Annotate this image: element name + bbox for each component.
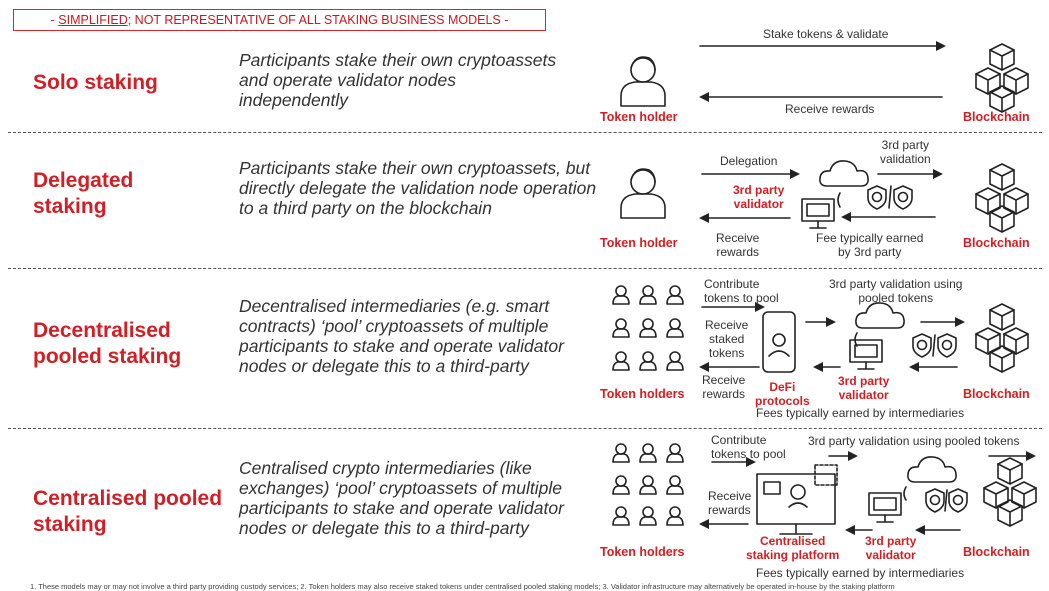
row-desc-decentralised: Decentralised intermediaries (e.g. smart…: [239, 296, 564, 376]
blockchain-label: Blockchain: [963, 545, 1030, 559]
person-icon: [620, 168, 666, 219]
receive-rewards-label: Receive rewards: [785, 102, 875, 116]
blockchain-cubes-icon: [976, 44, 1028, 112]
cloud-icon: [855, 302, 905, 329]
row-divider: [8, 268, 1042, 269]
shield-icon: [937, 333, 957, 358]
blockchain-cubes-icon: [984, 458, 1036, 526]
footnote: 1. These models may or may not involve a…: [30, 582, 895, 591]
blockchain-label: Blockchain: [963, 110, 1030, 124]
shield-icon: [912, 333, 932, 358]
row-title-decentralised: Decentralised pooled staking: [33, 319, 182, 368]
shield-icon: [867, 185, 887, 210]
phone-icon: [762, 311, 796, 373]
cloud-icon: [819, 160, 869, 187]
cloud-icon: [907, 456, 957, 483]
shield-icon: [925, 488, 945, 513]
disclaimer-banner: - SIMPLIFIED; NOT REPRESENTATIVE OF ALL …: [13, 9, 546, 31]
token-holders-label: Token holders: [600, 545, 685, 559]
third-party-validation-label: 3rd party validation using pooled tokens: [808, 434, 1020, 448]
computer-icon: [801, 198, 835, 229]
people-group-icon: [612, 285, 684, 371]
blockchain-cubes-icon: [976, 164, 1028, 232]
token-holders-label: Token holders: [600, 387, 685, 401]
blockchain-label: Blockchain: [963, 387, 1030, 401]
computer-icon: [868, 492, 902, 523]
shield-icon: [948, 488, 968, 513]
shield-icon: [893, 185, 913, 210]
people-group-icon: [612, 443, 684, 526]
row-desc-delegated: Participants stake their own cryptoasset…: [239, 158, 597, 218]
row-title-solo: Solo staking: [33, 71, 158, 94]
delegation-label: Delegation: [720, 154, 778, 168]
fees-label: Fees typically earned by intermediaries: [756, 566, 965, 580]
fees-label: Fees typically earned by intermediaries: [756, 406, 965, 420]
row-divider: [8, 132, 1042, 133]
person-icon: [620, 56, 666, 107]
blockchain-cubes-icon: [976, 304, 1028, 372]
blockchain-label: Blockchain: [963, 236, 1030, 250]
row-title-delegated: Delegated staking: [33, 169, 134, 218]
token-holder-label: Token holder: [600, 236, 678, 250]
row-title-centralised: Centralised pooled staking: [33, 487, 223, 536]
stake-validate-label: Stake tokens & validate: [763, 27, 889, 41]
row-divider: [8, 428, 1042, 429]
row-desc-solo: Participants stake their own cryptoasset…: [239, 50, 557, 110]
platform-icon: [756, 464, 838, 535]
row-desc-centralised: Centralised crypto intermediaries (like …: [239, 458, 564, 538]
computer-icon: [849, 339, 883, 370]
token-holder-label: Token holder: [600, 110, 678, 124]
